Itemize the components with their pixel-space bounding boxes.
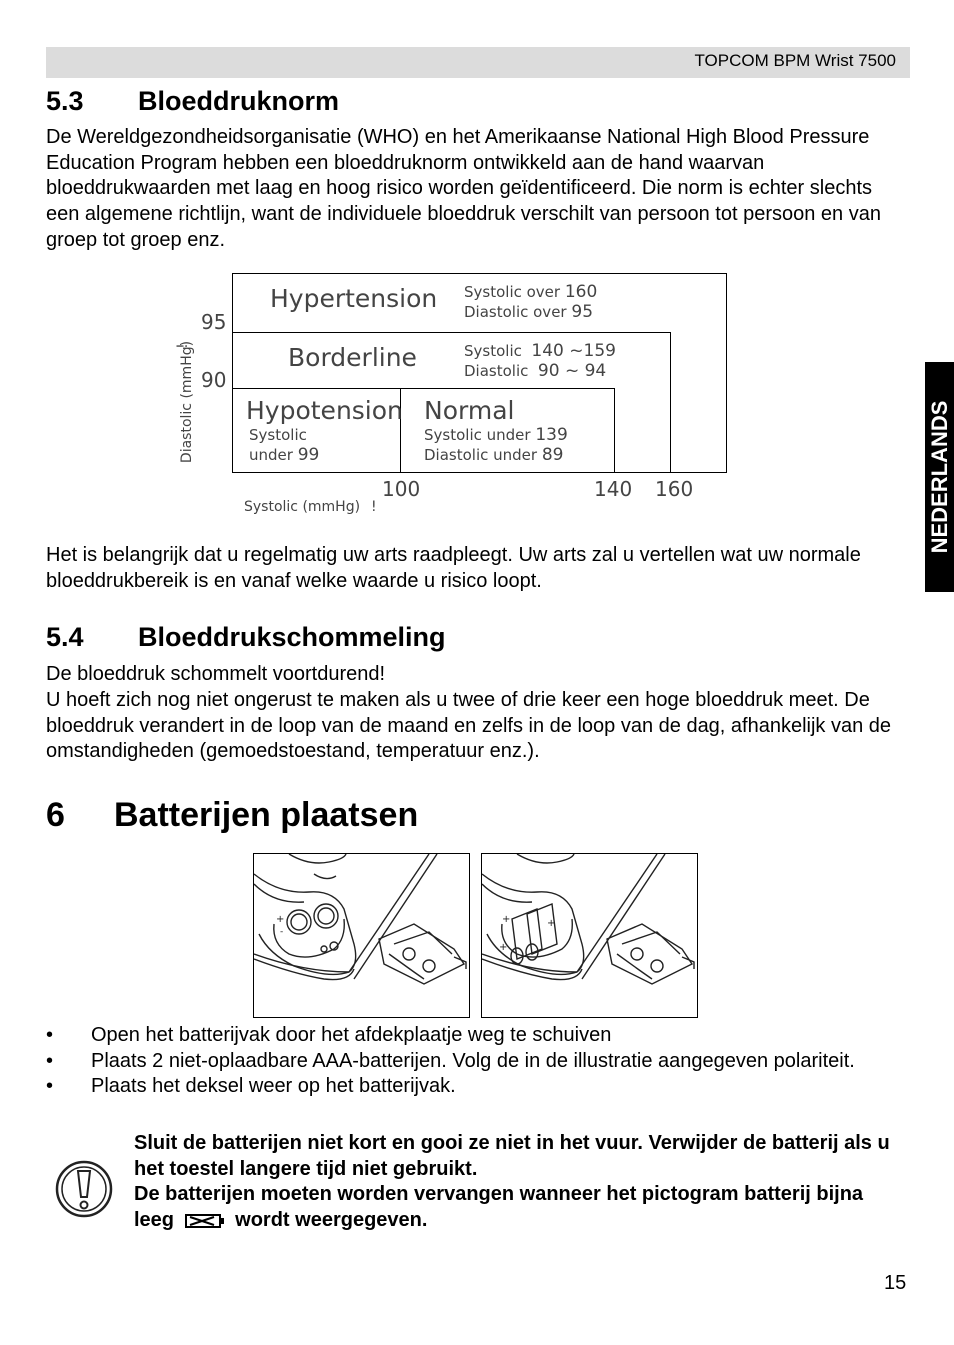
zone-text: Systolic xyxy=(249,426,307,444)
section-5-4-paragraph: U hoeft zich nog niet ongerust te maken … xyxy=(46,689,892,763)
list-item-text: Plaats het deksel weer op het batterijva… xyxy=(91,1075,456,1098)
warning-line-2: De batterijen moeten worden vervangen wa… xyxy=(134,1182,894,1233)
battery-inserted-drawing: + + + xyxy=(481,853,695,985)
svg-text:+: + xyxy=(547,918,555,929)
section-6-heading: 6 Batterijen plaatsen xyxy=(46,796,418,835)
list-item-text: Open het batterijvak door het afdekplaat… xyxy=(91,1024,612,1046)
zone-desc-hypertension: Systolic over 160 Diastolic over 95 xyxy=(464,282,597,322)
zone-value: 89 xyxy=(541,445,564,465)
zone-desc-borderline: Systolic 140 ~159 Diastolic 90 ~ 94 xyxy=(464,341,616,381)
section-title: Bloeddrukschommeling xyxy=(138,622,446,652)
y-tick-label: 90 xyxy=(201,368,227,392)
zone-text: Diastolic xyxy=(464,362,529,380)
zone-text: under xyxy=(249,446,293,464)
svg-text:+: + xyxy=(499,942,507,953)
zone-value: 140 ~159 xyxy=(531,341,616,361)
header-title: TOPCOM BPM Wrist 7500 xyxy=(694,51,896,70)
section-5-3-heading: 5.3 Bloeddruknorm xyxy=(46,86,339,117)
zone-value: 139 xyxy=(535,425,568,445)
zone-label-hypotension: Hypotension xyxy=(246,396,403,425)
zone-label-borderline: Borderline xyxy=(288,343,417,372)
x-tick-label: 160 xyxy=(655,477,694,501)
battery-compartment-inserted-illustration: + + + xyxy=(481,853,698,1018)
zone-hypotension-box xyxy=(232,388,401,473)
svg-text:+: + xyxy=(502,914,510,925)
zone-text: Diastolic over xyxy=(464,303,567,321)
header-bar: TOPCOM BPM Wrist 7500 xyxy=(46,47,910,78)
zone-desc-hypotension: Systolic under 99 xyxy=(249,425,319,465)
zone-desc-normal: Systolic under 139 Diastolic under 89 xyxy=(424,425,568,465)
list-item-text: Plaats 2 niet-oplaadbare AAA-batterijen.… xyxy=(91,1049,855,1072)
svg-text:-: - xyxy=(280,927,283,937)
warning-text: Sluit de batterijen niet kort en gooi ze… xyxy=(134,1131,894,1234)
y-axis-label: Diastolic (mmHg) xyxy=(179,340,195,464)
page-number: 15 xyxy=(884,1272,907,1294)
section-number: 5.3 xyxy=(46,86,84,116)
y-tick-label: 95 xyxy=(201,310,227,334)
zone-value: 99 xyxy=(297,445,320,465)
section-title: Bloeddruknorm xyxy=(138,86,340,116)
y-axis-arrow-icon: ! xyxy=(174,343,191,349)
language-tab: NEDERLANDS xyxy=(925,362,954,592)
zone-value: 90 ~ 94 xyxy=(537,361,607,381)
bullet-icon: • xyxy=(46,1075,54,1098)
battery-steps-list: • Open het batterijvak door het afdekplaa… xyxy=(46,1023,910,1100)
zone-text: Systolic xyxy=(464,342,522,360)
section-number: 6 xyxy=(46,796,65,834)
warning-text-after: wordt weergegeven. xyxy=(235,1209,428,1232)
battery-compartment-open-illustration: + - xyxy=(253,853,470,1018)
zone-value: 95 xyxy=(571,302,594,322)
battery-compartment-drawing: + - xyxy=(253,853,467,985)
svg-text:+: + xyxy=(276,914,284,925)
list-item: • Plaats 2 niet-oplaadbare AAA-batterijen… xyxy=(46,1049,910,1075)
bullet-icon: • xyxy=(46,1024,54,1046)
battery-low-icon xyxy=(184,1212,226,1230)
warning-line-1: Sluit de batterijen niet kort en gooi ze… xyxy=(134,1132,890,1180)
after-chart-paragraph: Het is belangrijk dat u regelmatig uw ar… xyxy=(46,544,861,592)
x-tick-label: 140 xyxy=(594,477,633,501)
zone-value: 160 xyxy=(564,282,598,302)
zone-text: Systolic over xyxy=(464,283,561,301)
x-axis-arrow-icon: ! xyxy=(371,499,377,515)
section-title: Batterijen plaatsen xyxy=(114,796,419,834)
zone-label-hypertension: Hypertension xyxy=(270,284,438,313)
warning-text-before: De batterijen moeten worden vervangen wa… xyxy=(134,1183,864,1232)
zone-label-normal: Normal xyxy=(424,396,515,425)
section-5-3-paragraph: De Wereldgezondheidsorganisatie (WHO) en… xyxy=(46,126,881,251)
language-tab-label: NEDERLANDS xyxy=(926,400,952,554)
zone-text: Systolic under xyxy=(424,426,531,444)
zone-text: Diastolic under xyxy=(424,446,538,464)
list-item: • Plaats het deksel weer op het batterijv… xyxy=(46,1074,910,1100)
section-5-4-heading: 5.4 Bloeddrukschommeling xyxy=(46,622,446,653)
x-axis-label: Systolic (mmHg) xyxy=(244,499,361,515)
section-number: 5.4 xyxy=(46,622,84,652)
bullet-icon: • xyxy=(46,1049,54,1072)
warning-icon xyxy=(54,1159,114,1219)
section-5-4-line1: De bloeddruk schommelt voortdurend! xyxy=(46,663,386,685)
list-item: • Open het batterijvak door het afdekplaa… xyxy=(46,1023,910,1049)
x-tick-label: 100 xyxy=(382,477,421,501)
